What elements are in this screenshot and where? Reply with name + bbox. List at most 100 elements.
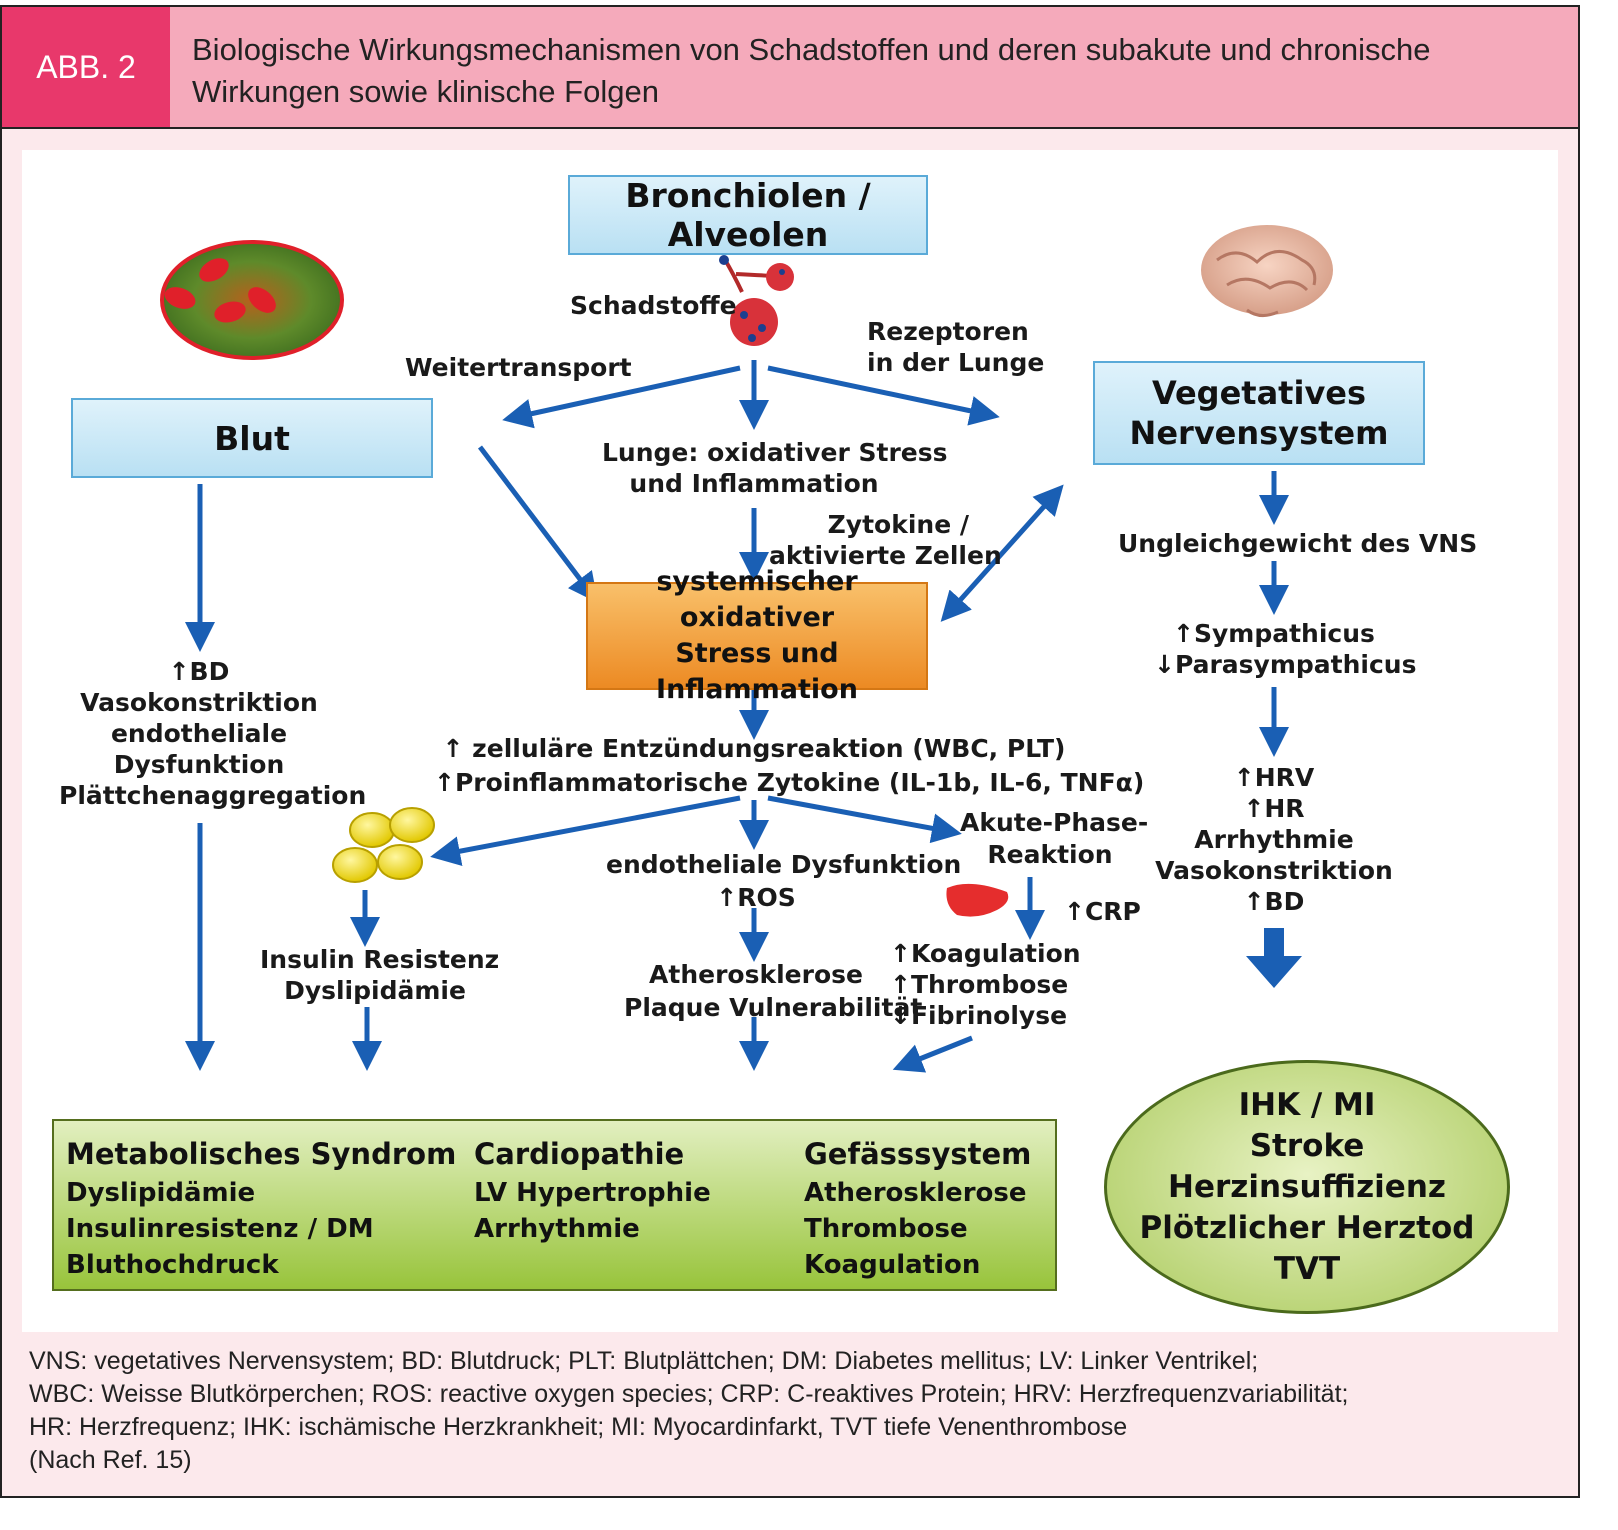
- cardiopathie-item-1: LV Hypertrophie: [474, 1178, 711, 1208]
- brain-icon: [1201, 225, 1333, 317]
- athero-line1: Atherosklerose: [649, 960, 863, 989]
- footer-line-4: (Nach Ref. 15): [29, 1446, 192, 1474]
- koag-line3: ↓Fibrinolyse: [890, 1001, 1068, 1030]
- endo-line2: ↑ROS: [716, 883, 796, 912]
- vns-label-1: Vegetatives: [1151, 374, 1367, 412]
- endo-line1: endotheliale Dysfunktion: [606, 850, 962, 879]
- blut-eff-5: Plättchenaggregation: [59, 781, 367, 810]
- gefaess-item-2: Thrombose: [804, 1214, 968, 1244]
- metabolisch-item-2: Insulinresistenz / DM: [66, 1214, 374, 1244]
- koag-label: ↑Koagulation ↑Thrombose ↓Fibrinolyse: [890, 938, 1081, 1031]
- parasymp-line: ↓Parasympathicus: [1154, 650, 1417, 680]
- metabolisch-item-3: Bluthochdruck: [66, 1250, 279, 1280]
- vns-eff-1: ↑HRV: [1233, 763, 1315, 792]
- arrow-weitertransport: [502, 365, 741, 429]
- vns-eff-2: ↑HR: [1243, 794, 1305, 823]
- blut-eff-3: endotheliale: [110, 719, 288, 748]
- systemisch-label-1: systemischer oxidativer: [656, 566, 858, 633]
- athero-label: Atherosklerose Plaque Vulnerabilität: [624, 958, 923, 1024]
- akute-line1: Akute-Phase-: [960, 808, 1149, 837]
- lunge-line2: und Inflammation: [629, 469, 879, 499]
- blut-eff-2: Vasokonstriktion: [80, 688, 318, 717]
- figure-title-line1: Biologische Wirkungsmechanismen von Scha…: [192, 32, 1431, 67]
- vns-box: Vegetatives Nervensystem: [1093, 361, 1425, 465]
- insulin-label: Insulin Resistenz Dyslipidämie: [260, 944, 500, 1006]
- arrow-bidirectional-vns: [940, 484, 1064, 622]
- zytokine-label: Zytokine / aktivierte Zellen: [769, 509, 1002, 572]
- blood-cells-icon: [160, 240, 344, 360]
- outcome-5: TVT: [1273, 1250, 1341, 1287]
- arrow-to-fat: [430, 795, 741, 867]
- outcome-2: Stroke: [1249, 1127, 1365, 1164]
- insulin-line1: Insulin Resistenz: [260, 945, 500, 974]
- rezeptoren-label: Rezeptoren in der Lunge: [867, 316, 1044, 379]
- bronchiolen-box: Bronchiolen / Alveolen: [568, 175, 928, 255]
- vns-eff-5: ↑BD: [1243, 887, 1305, 916]
- footer-line-2: WBC: Weisse Blutkörperchen; ROS: reactiv…: [29, 1380, 1349, 1408]
- blut-box: Blut: [71, 398, 433, 478]
- outcome-3: Herzinsuffizienz: [1168, 1168, 1446, 1205]
- akute-label: Akute-Phase- Reaktion: [960, 807, 1149, 871]
- rezeptoren-line2: in der Lunge: [867, 348, 1045, 378]
- bronchiolen-label: Bronchiolen / Alveolen: [625, 176, 871, 254]
- zytokine-line1: Zytokine /: [827, 510, 969, 539]
- insulin-line2: Dyslipidämie: [284, 976, 466, 1005]
- arrow-rezeptoren: [767, 365, 1000, 426]
- figure-title: Biologische Wirkungsmechanismen von Scha…: [192, 29, 1562, 113]
- metabolisch-column: Metabolisches Syndrom Dyslipidämie Insul…: [66, 1133, 456, 1283]
- thick-arrow-vns-to-oval: [1246, 928, 1302, 988]
- footer-line-3: HR: Herzfrequenz; IHK: ischämische Herzk…: [29, 1413, 1128, 1441]
- sympath-label: ↑Sympathicus ↓Parasympathicus: [1154, 618, 1417, 681]
- blut-eff-1: ↑BD: [168, 657, 230, 686]
- zell-line1: ↑ zelluläre Entzündungsreaktion (WBC, PL…: [442, 734, 1066, 763]
- gefaess-column: Gefässsystem Atherosklerose Thrombose Ko…: [804, 1133, 1031, 1283]
- outcome-1: IHK / MI: [1238, 1086, 1376, 1123]
- zell-label: ↑ zelluläre Entzündungsreaktion (WBC, PL…: [434, 732, 1145, 800]
- arrow-to-akute: [767, 795, 962, 844]
- blut-effects: ↑BD Vasokonstriktion endotheliale Dysfun…: [59, 656, 367, 811]
- schadstoffe-label: Schadstoffe: [570, 291, 737, 320]
- vns-eff-3: Arrhythmie: [1194, 825, 1354, 854]
- outcome-4: Plötzlicher Herztod: [1139, 1209, 1475, 1246]
- figure-frame: ABB. 2 Biologische Wirkungsmechanismen v…: [0, 5, 1580, 1498]
- systemisch-box: systemischer oxidativer Stress und Infla…: [586, 566, 928, 705]
- metabolisch-heading: Metabolisches Syndrom: [66, 1137, 457, 1171]
- clinical-outcomes-oval: IHK / MI Stroke Herzinsuffizienz Plötzli…: [1104, 1060, 1510, 1314]
- systemisch-label-2: Stress und Inflammation: [656, 638, 858, 705]
- alveoli-icon: [719, 255, 794, 346]
- crp-label: ↑CRP: [1064, 897, 1141, 926]
- lunge-label: Lunge: oxidativer Stress und Inflammatio…: [602, 437, 948, 500]
- figure-badge: ABB. 2: [2, 7, 170, 127]
- sympath-line: ↑Sympathicus: [1173, 619, 1375, 648]
- cardiopathie-heading: Cardiopathie: [474, 1137, 685, 1171]
- fat-cells-icon: [332, 807, 435, 883]
- abbreviations-footer: VNS: vegetatives Nervensystem; BD: Blutd…: [29, 1345, 1569, 1477]
- endo-label: endotheliale Dysfunktion ↑ROS: [606, 848, 962, 914]
- rezeptoren-line1: Rezeptoren: [867, 317, 1029, 346]
- blut-label: Blut: [214, 418, 290, 458]
- weitertransport-label: Weitertransport: [405, 353, 632, 382]
- gefaess-heading: Gefässsystem: [804, 1137, 1032, 1171]
- koag-line2: ↑Thrombose: [890, 970, 1069, 999]
- outcomes-green-box: Metabolisches Syndrom Dyslipidämie Insul…: [52, 1119, 1057, 1291]
- figure-title-line2: Wirkungen sowie klinische Folgen: [192, 74, 659, 109]
- gefaess-item-3: Koagulation: [804, 1250, 981, 1280]
- lunge-line1: Lunge: oxidativer Stress: [602, 438, 948, 467]
- vns-eff-4: Vasokonstriktion: [1155, 856, 1393, 885]
- gefaess-item-1: Atherosklerose: [804, 1178, 1027, 1208]
- arrow-koag-to-green: [892, 1035, 973, 1073]
- vns-label-2: Nervensystem: [1129, 414, 1389, 452]
- ungleich-label: Ungleichgewicht des VNS: [1118, 529, 1478, 558]
- blut-eff-4: Dysfunktion: [113, 750, 285, 779]
- cardiopathie-item-2: Arrhythmie: [474, 1214, 640, 1244]
- arrow-to-systemisch-left: [478, 445, 599, 603]
- zytokine-line2: aktivierte Zellen: [769, 541, 1002, 571]
- liver-icon: [946, 883, 1009, 917]
- zell-line2: ↑Proinflammatorische Zytokine (IL-1b, IL…: [434, 768, 1145, 797]
- athero-line2: Plaque Vulnerabilität: [624, 993, 923, 1022]
- footer-line-1: VNS: vegetatives Nervensystem; BD: Blutd…: [29, 1347, 1259, 1375]
- figure-header: ABB. 2 Biologische Wirkungsmechanismen v…: [2, 7, 1578, 129]
- akute-line2: Reaktion: [987, 840, 1113, 869]
- metabolisch-item-1: Dyslipidämie: [66, 1178, 256, 1208]
- vns-effects: ↑HRV ↑HR Arrhythmie Vasokonstriktion ↑BD: [1149, 762, 1399, 917]
